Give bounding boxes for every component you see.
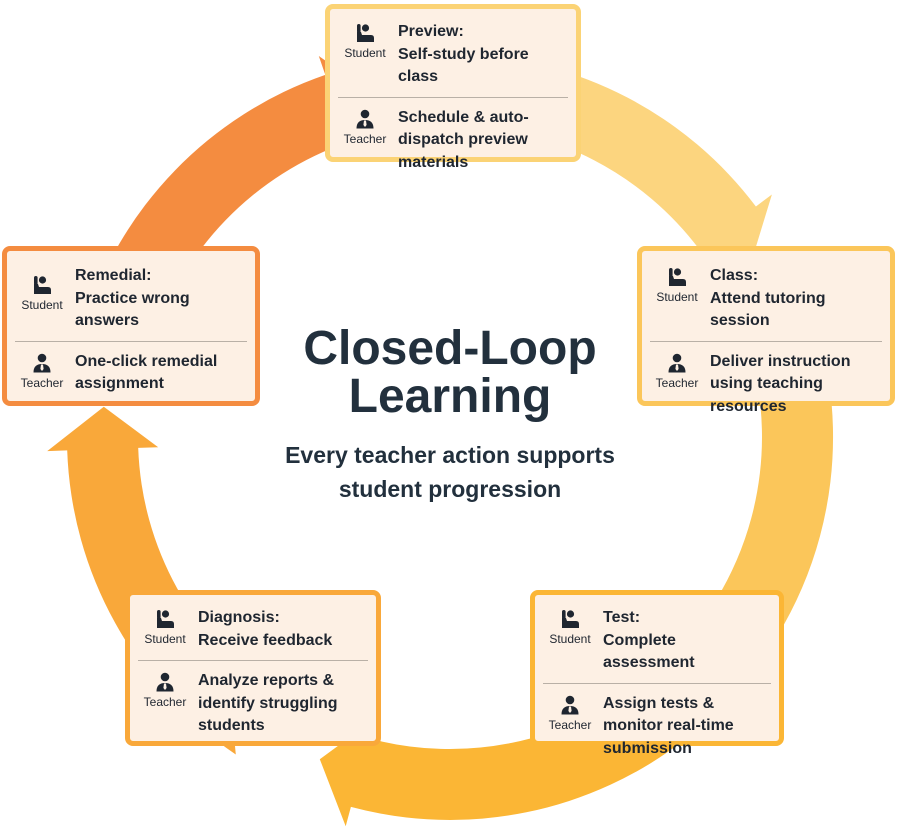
student-icon <box>31 275 53 295</box>
teacher-text-line: Schedule & auto- <box>398 108 529 126</box>
student-role-label: Student <box>144 632 186 646</box>
title-line-2: Learning <box>348 370 552 423</box>
divider <box>650 340 882 342</box>
teacher-role-label: Teacher <box>655 375 699 390</box>
teacher-icon <box>31 353 53 373</box>
student-text-line: Practice wrong <box>75 289 190 307</box>
teacher-text-line: assignment <box>75 375 164 392</box>
student-text-line: Diagnosis: <box>198 609 280 626</box>
student-icon <box>154 609 176 629</box>
teacher-text-line: identify struggling <box>198 694 338 712</box>
student-row: Student Preview: Self-study before class <box>338 21 568 89</box>
student-text-line: Self-study before class <box>398 45 529 86</box>
student-text-line: Test: <box>603 609 641 626</box>
student-text-line: answers <box>75 312 140 329</box>
teacher-icon <box>354 109 376 129</box>
student-icon <box>354 23 376 43</box>
student-icon <box>559 609 581 629</box>
subtitle-line-2: student progression <box>338 476 562 502</box>
teacher-role-label: Teacher <box>548 717 592 732</box>
student-text-line: Remedial: <box>75 267 152 284</box>
teacher-icon <box>666 353 688 373</box>
student-row: Student Diagnosis: Receive feedback <box>138 607 368 652</box>
diagram-subtitle: Every teacher action supports student pr… <box>230 438 670 506</box>
student-row: Student Test: Complete assessment <box>543 607 771 675</box>
stage-card-remedial: Student Remedial: Practice wrong answers T… <box>2 246 260 406</box>
arrow-class-to-test <box>645 318 834 737</box>
student-role-label: Student <box>344 46 386 60</box>
teacher-text-line: monitor real-time <box>603 717 734 734</box>
title-line-1: Closed-Loop <box>303 322 597 375</box>
student-row: Student Class: Attend tutoring session <box>650 265 882 333</box>
teacher-row: Teacher One-click remedial assignment <box>15 351 247 396</box>
student-role-label: Student <box>656 290 698 304</box>
teacher-icon <box>559 695 581 715</box>
teacher-row: Teacher Deliver instruction using teachin… <box>650 351 882 419</box>
divider <box>338 96 568 98</box>
teacher-row: Teacher Assign tests & monitor real-time s… <box>543 693 771 761</box>
teacher-text-line: One-click remedial <box>75 352 218 370</box>
teacher-text-line: materials <box>398 153 469 171</box>
student-text-line: Attend tutoring session <box>710 289 826 330</box>
divider <box>543 682 771 684</box>
teacher-text-line: dispatch preview <box>398 131 528 148</box>
student-text-line: Preview: <box>398 23 464 40</box>
teacher-text-line: Assign tests & <box>603 694 715 712</box>
stage-card-preview: Student Preview:Self-study before class … <box>325 4 581 171</box>
teacher-text-line: Analyze reports & <box>198 672 335 689</box>
teacher-role-label: Teacher <box>143 695 187 709</box>
student-text-line: Class: <box>710 267 759 284</box>
student-text-line: Complete assessment <box>603 631 695 672</box>
teacher-text-line: resources <box>710 397 787 415</box>
teacher-text-line: submission <box>603 739 692 757</box>
student-row: Student Remedial: Practice wrong answers <box>15 265 247 333</box>
diagram-title: Closed-Loop Learning <box>230 325 670 421</box>
teacher-text-line: Deliver instruction <box>710 352 851 370</box>
teacher-role-label: Teacher <box>343 131 387 146</box>
teacher-icon <box>154 672 176 692</box>
stage-card-diagnosis: Student Diagnosis: Receive feedback Teach… <box>125 590 381 746</box>
teacher-text-line: using teaching <box>710 375 823 392</box>
student-role-label: Student <box>21 298 63 312</box>
divider <box>15 340 247 342</box>
stage-card-test: Student Test: Complete assessment Teacher… <box>530 590 784 757</box>
divider <box>138 660 368 661</box>
teacher-text-line: students <box>198 717 265 734</box>
teacher-role-label: Teacher <box>20 375 64 390</box>
teacher-row: Teacher Schedule & auto-dispatch preview… <box>338 107 568 175</box>
student-icon <box>666 267 688 287</box>
teacher-row: Teacher Analyze reports & identify strugg… <box>138 670 368 738</box>
subtitle-line-1: Every teacher action supports <box>285 442 615 468</box>
stage-card-class: Student Class: Attend tutoring session Te… <box>637 246 895 415</box>
student-role-label: Student <box>549 632 591 646</box>
student-text-line: Receive feedback <box>198 631 333 649</box>
